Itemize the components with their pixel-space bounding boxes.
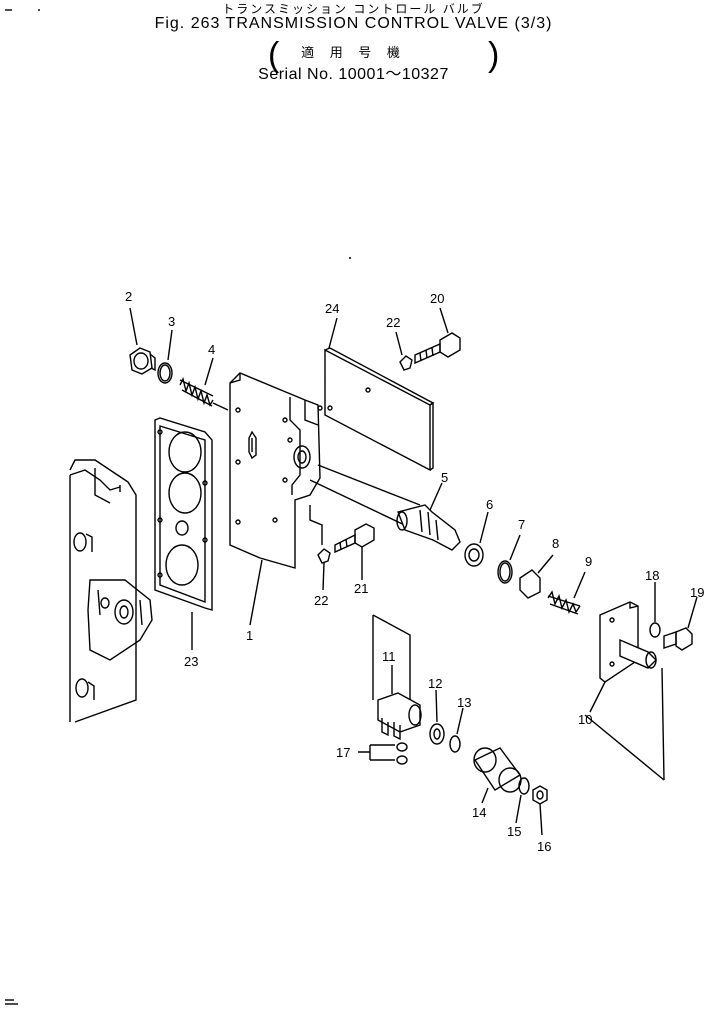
callout-17: 17 [336, 745, 350, 760]
valve-body-1 [229, 372, 323, 626]
callout-13: 13 [457, 695, 471, 710]
callout-11: 11 [382, 649, 396, 664]
o-ring-3 [157, 329, 173, 384]
right-parenthesis: ) [488, 36, 500, 74]
washer-18 [649, 582, 661, 638]
nut-16 [532, 785, 548, 836]
callout-9: 9 [585, 554, 592, 569]
bolt-20 [414, 307, 461, 365]
callout-18: 18 [645, 568, 659, 583]
sleeve-14 [473, 747, 522, 804]
callout-23: 23 [184, 654, 198, 669]
piston-8 [519, 554, 554, 599]
callout-19: 19 [690, 585, 704, 600]
callout-22-top: 22 [386, 315, 400, 330]
o-ring-7 [497, 534, 521, 584]
callout-21: 21 [354, 581, 368, 596]
callout-8: 8 [552, 536, 559, 551]
washer-22-lower [309, 505, 331, 591]
figure-title: Fig. 263 TRANSMISSION CONTROL VALVE (3/3… [154, 15, 553, 32]
fittings-17 [358, 742, 408, 765]
applicability-label: 適 用 号 機 [301, 45, 406, 60]
ring-6 [464, 511, 489, 567]
callout-14: 14 [472, 805, 486, 820]
callout-4: 4 [208, 342, 215, 357]
callout-22-lower: 22 [314, 593, 328, 608]
callout-1: 1 [246, 628, 253, 643]
spring-4 [179, 357, 229, 411]
spring-9 [547, 571, 586, 615]
serial-number-range: Serial No. 10001～10327 [258, 66, 449, 83]
valve-spool-5 [396, 482, 461, 551]
callout-15: 15 [507, 824, 521, 839]
callout-7: 7 [518, 517, 525, 532]
japanese-title: トランスミッション コントロール バルブ [222, 2, 485, 16]
housing-11 [372, 614, 422, 741]
bolt-21 [334, 523, 375, 580]
callout-10: 10 [578, 712, 592, 727]
transmission-housing [69, 459, 153, 723]
stray-marks [5, 9, 351, 1005]
snap-ring-13 [449, 707, 464, 753]
left-parenthesis: ( [268, 36, 280, 74]
gasket-23 [154, 417, 213, 650]
callout-6: 6 [486, 497, 493, 512]
ring-12 [429, 689, 445, 745]
callout-20: 20 [430, 291, 444, 306]
washer-22-top [395, 331, 413, 371]
callout-16: 16 [537, 839, 551, 854]
callout-2: 2 [125, 289, 132, 304]
callout-12: 12 [428, 676, 442, 691]
bolt-19 [663, 596, 698, 651]
washer-15 [515, 777, 530, 824]
callout-3: 3 [168, 314, 175, 329]
bracket-10 [584, 601, 665, 781]
plug-2 [129, 307, 156, 375]
callout-labels: 1 2 3 4 5 6 7 8 9 10 11 12 13 14 15 16 1… [125, 289, 704, 854]
callout-24: 24 [325, 301, 339, 316]
cover-plate-24 [309, 317, 435, 531]
callout-5: 5 [441, 470, 448, 485]
